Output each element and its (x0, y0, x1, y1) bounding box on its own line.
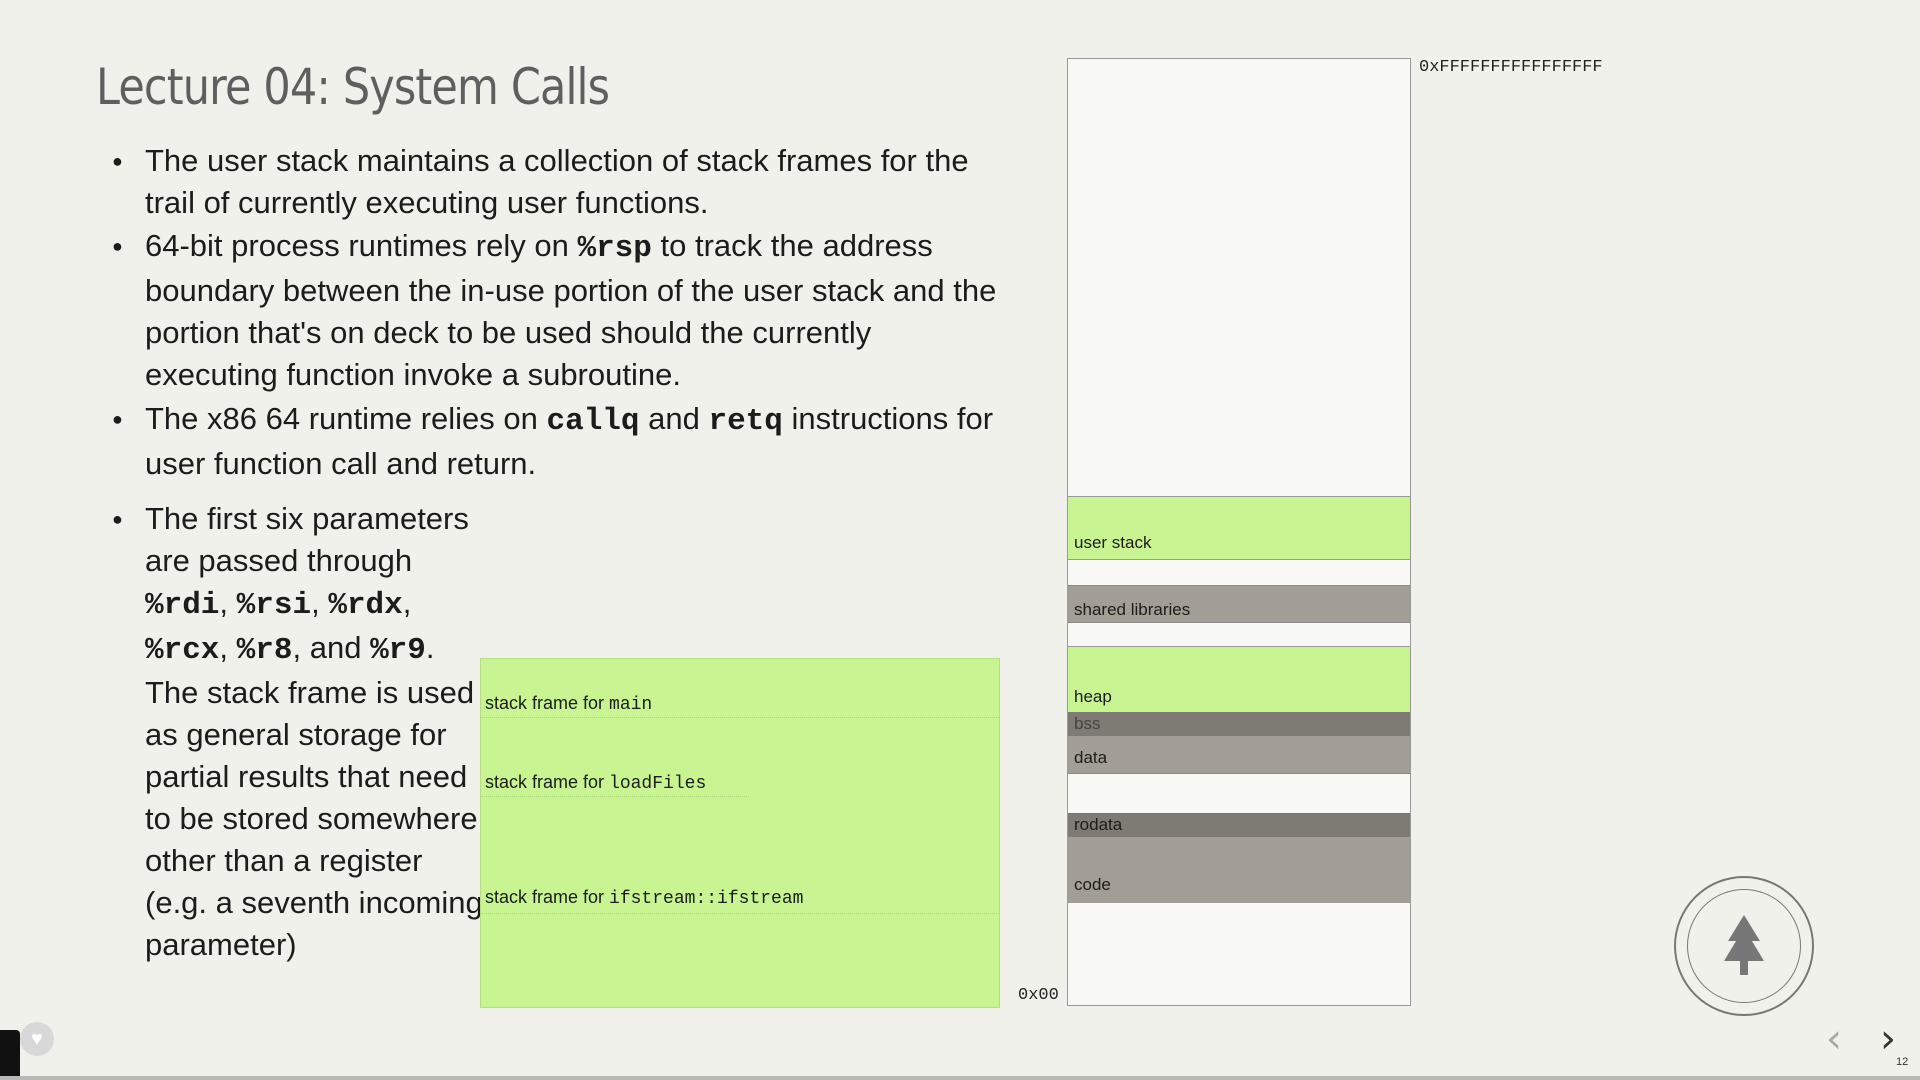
comma: , (219, 630, 229, 665)
stack-frame-main: stack frame for main (485, 693, 652, 715)
code-retq: retq (708, 404, 783, 439)
segment-code: code (1068, 837, 1410, 903)
comma: , (402, 585, 412, 620)
segment-label: bss (1074, 714, 1101, 733)
segment-label: rodata (1074, 815, 1123, 834)
frame-divider (481, 796, 749, 797)
segment-shared-libraries: shared libraries (1068, 585, 1410, 623)
segment-data: data (1068, 736, 1410, 774)
segment-label: shared libraries (1074, 600, 1191, 619)
progress-bar (0, 1076, 1920, 1080)
code-rsp: %rsp (577, 231, 652, 266)
prev-slide-button[interactable]: ‹ (1826, 1016, 1842, 1062)
code-rdi: %rdi (145, 588, 220, 623)
seal-tree-icon (1687, 889, 1801, 1003)
frame-label: stack frame for (485, 772, 610, 792)
segment-label: user stack (1074, 533, 1152, 552)
bullet-text: The x86 64 runtime relies on (145, 401, 547, 436)
next-slide-button[interactable]: › (1880, 1016, 1896, 1062)
bullet-text: to track the address boundary between th… (145, 228, 997, 392)
bullet-rsp: 64-bit process runtimes rely on %rsp to … (112, 225, 1002, 396)
and-text: , and (292, 630, 362, 665)
heart-icon[interactable]: ♥ (20, 1022, 54, 1056)
bullet-parameters: The first six parameters are passed thro… (112, 498, 492, 966)
bullet-text: 64-bit process runtimes rely on (145, 228, 578, 263)
segment-label: data (1074, 748, 1108, 767)
frame-function: main (609, 695, 653, 715)
frame-divider (481, 913, 999, 914)
page-number: 12 (1896, 1056, 1909, 1068)
frame-function: loadFiles (609, 774, 707, 794)
stack-frame-ifstream: stack frame for ifstream::ifstream (485, 887, 803, 909)
bullet-text: and (639, 401, 709, 436)
code-callq: callq (546, 404, 640, 439)
code-rsi: %rsi (236, 588, 312, 623)
segment-label: heap (1074, 687, 1112, 706)
comma: , (219, 585, 229, 620)
segment-rodata: rodata (1068, 813, 1410, 837)
slide-title: Lecture 04: System Calls (96, 58, 610, 116)
frame-function: ifstream::ifstream (609, 889, 804, 909)
code-r9: %r9 (370, 633, 426, 668)
comma: , (311, 585, 320, 620)
code-rcx: %rcx (145, 633, 220, 668)
frame-label: stack frame for (485, 887, 610, 907)
frame-divider (481, 717, 999, 718)
segment-label: code (1074, 875, 1111, 894)
segment-bss: bss (1068, 712, 1410, 736)
stack-frame-loadfiles: stack frame for loadFiles (485, 772, 706, 794)
bullet-text: The user stack maintains a collection of… (145, 143, 969, 220)
bullet-callq-retq: The x86 64 runtime relies on callq and r… (112, 398, 1002, 485)
bullet-text: instructions for user function call and … (145, 401, 994, 481)
code-rdx: %rdx (328, 588, 403, 623)
code-r8: %r8 (236, 633, 293, 668)
side-tab[interactable] (0, 1030, 20, 1080)
segment-user-stack: user stack (1068, 496, 1410, 560)
bottom-address: 0x00 (1018, 986, 1059, 1005)
bullet-text: The first six parameters are passed thro… (145, 501, 469, 578)
bullet-user-stack: The user stack maintains a collection of… (112, 140, 1002, 224)
segment-heap: heap (1068, 646, 1410, 712)
stanford-seal-logo (1674, 876, 1814, 1016)
top-address: 0xFFFFFFFFFFFFFFFF (1419, 58, 1603, 77)
memory-layout-diagram: user stack shared libraries heap bss dat… (1067, 58, 1411, 1006)
stack-frames-diagram: stack frame for main stack frame for loa… (480, 658, 1000, 1008)
bullet-text: . The stack frame is used as general sto… (145, 630, 483, 962)
frame-label: stack frame for (485, 693, 610, 713)
